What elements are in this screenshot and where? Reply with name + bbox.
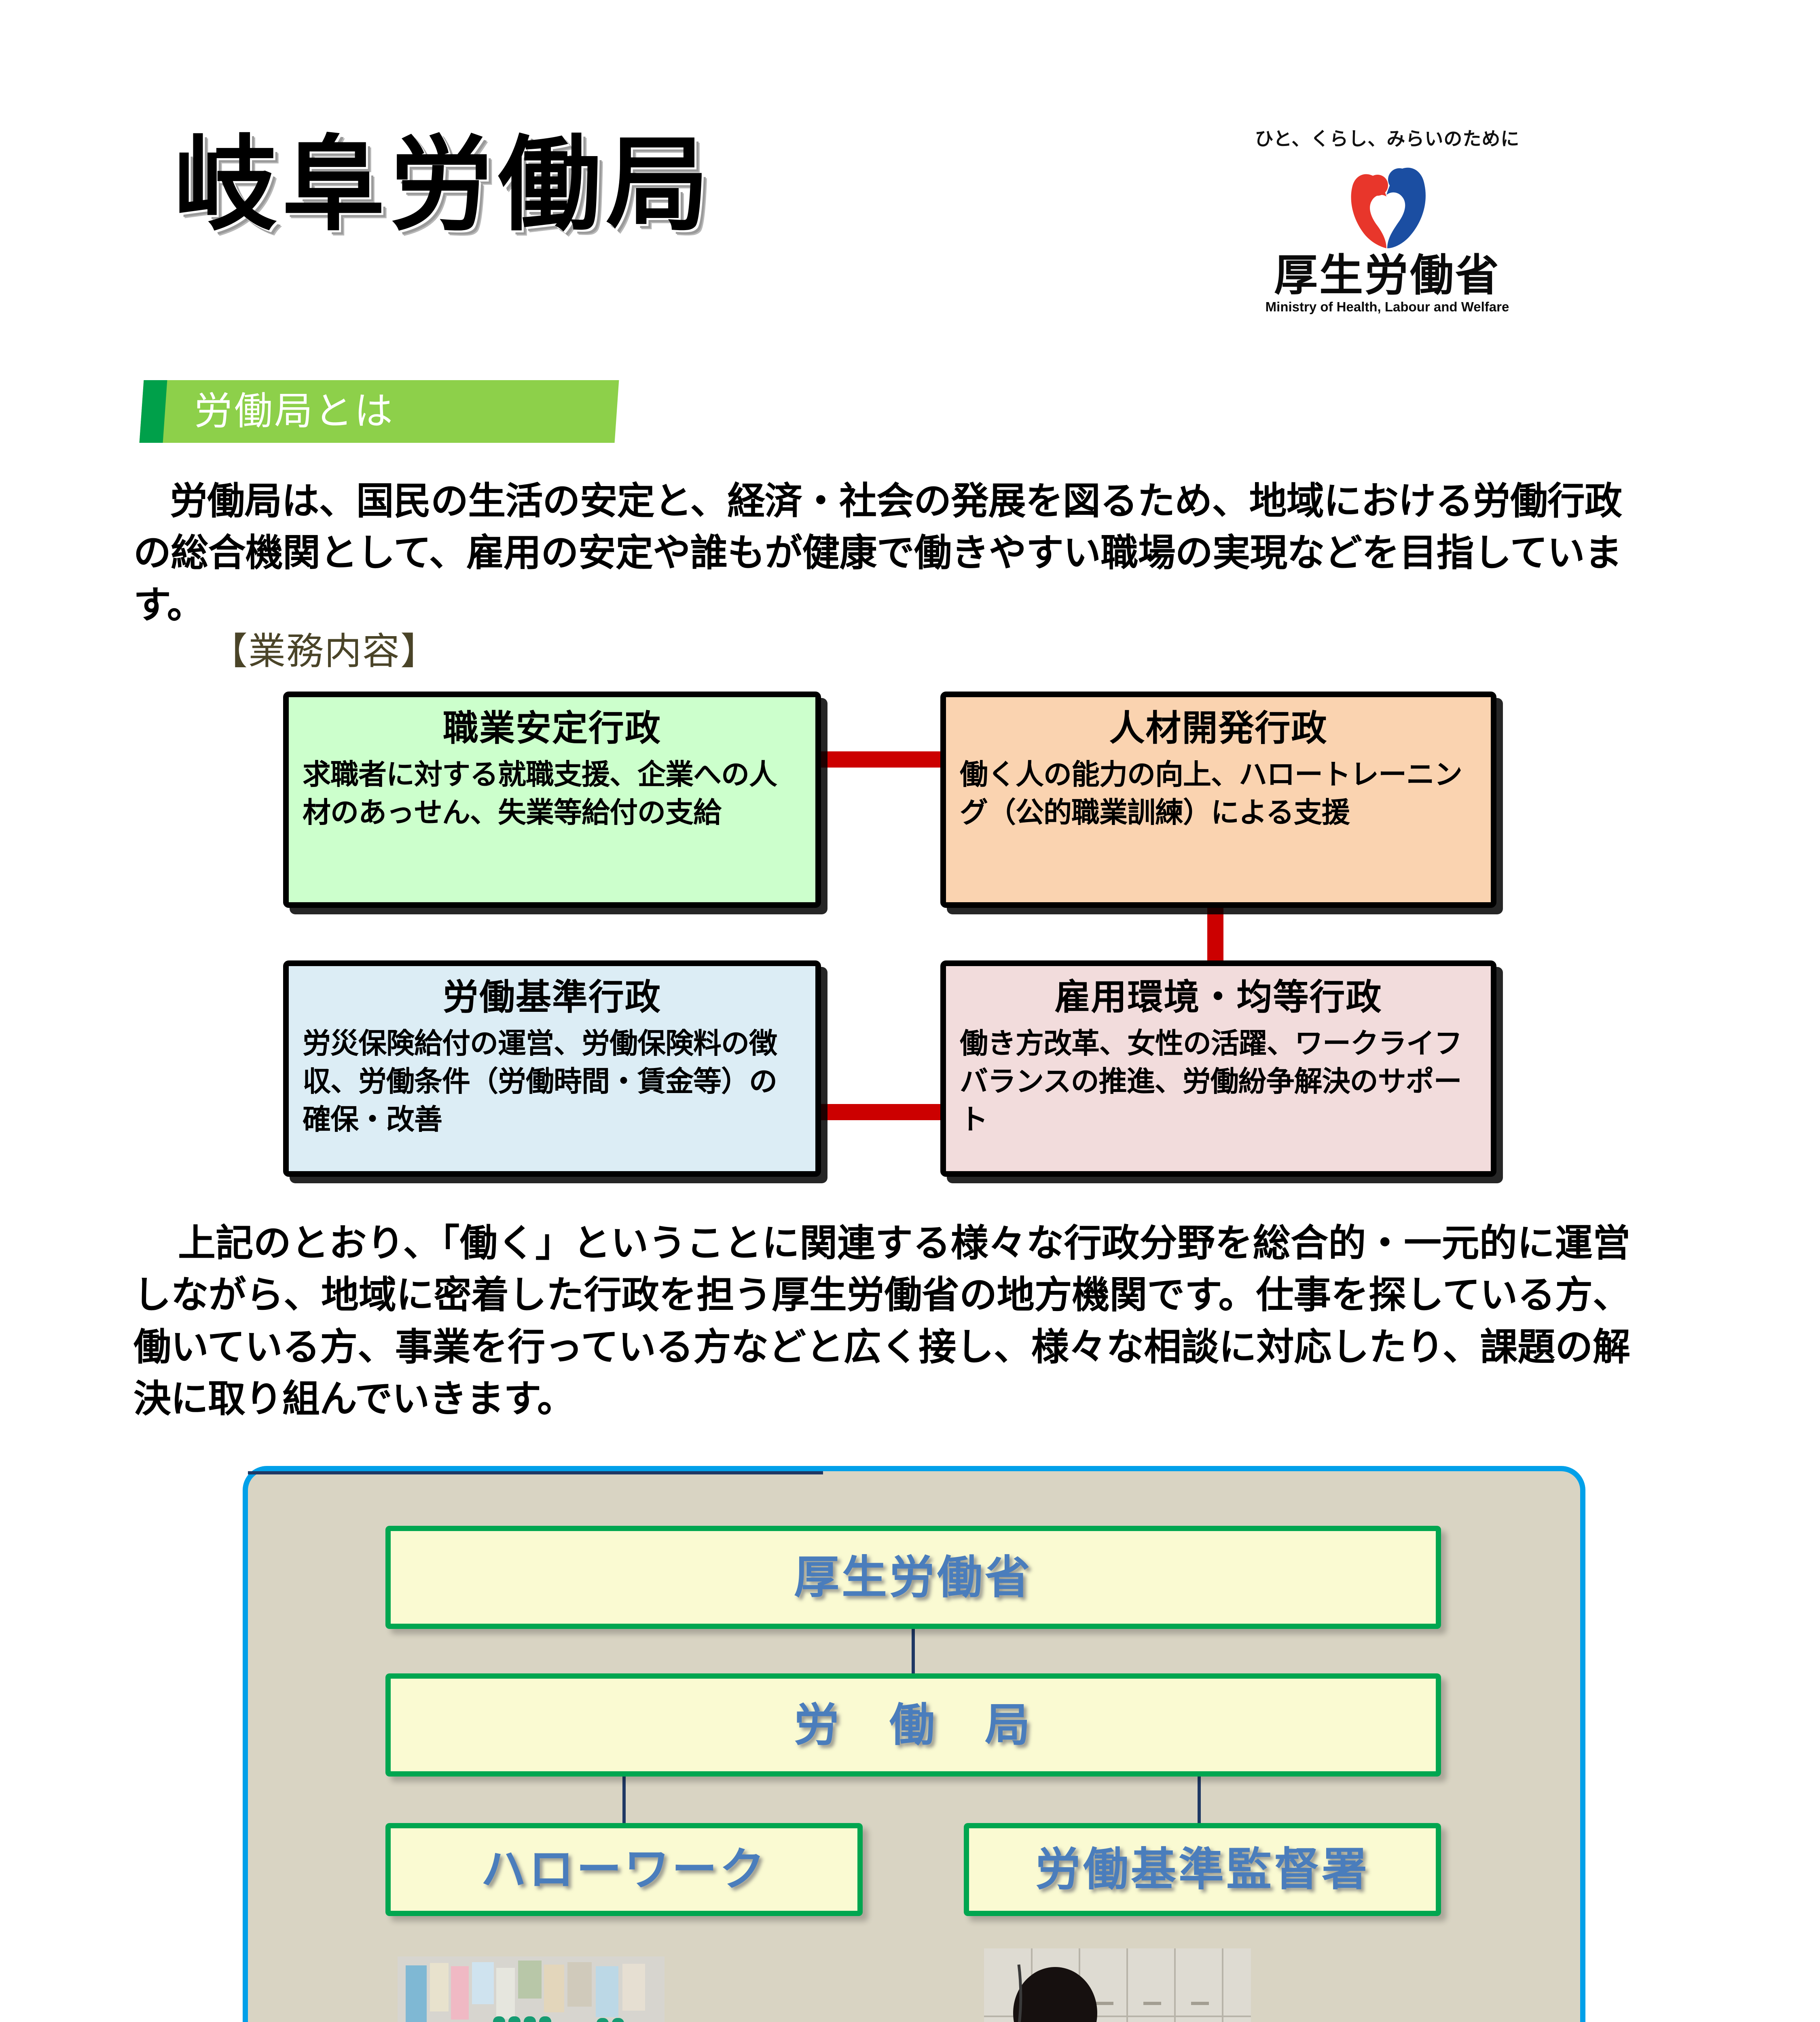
- org-connector-hello-work: [622, 1777, 626, 1823]
- photo-labour-standards-office: [984, 1948, 1251, 2022]
- org-node-label: ハローワーク: [481, 1844, 767, 1895]
- org-node-labour-standards-office: 労働基準監督署: [964, 1823, 1441, 1916]
- diagram-box-title: 労働基準行政: [442, 977, 661, 1017]
- mhlw-tagline: ひと、くらし、みらいのために: [1255, 128, 1520, 149]
- photo-hello-work: [398, 1956, 665, 2022]
- diagram-box-employment-security: 職業安定行政 求職者に対する就職支援、企業への人材のあっせん、失業等給付の支給: [283, 692, 821, 908]
- section-banner: 労働局とは: [139, 380, 619, 443]
- org-connector-ministry-bureau: [912, 1629, 915, 1673]
- org-connector-horizontal: [248, 1471, 823, 1474]
- mhlw-name-en: Ministry of Health, Labour and Welfare: [1265, 299, 1509, 315]
- org-node-label: 労 働 局: [794, 1699, 1033, 1750]
- org-node-label: 厚生労働省: [794, 1552, 1033, 1603]
- diagram-box-title: 職業安定行政: [442, 708, 661, 748]
- organization-chart-panel: 厚生労働省 労 働 局 ハローワーク 労働基準監督署: [243, 1466, 1585, 2022]
- page-title: 岐阜労働局: [174, 127, 714, 243]
- org-connector-labour-office: [1198, 1777, 1201, 1823]
- org-node-ministry: 厚生労働省: [385, 1526, 1441, 1629]
- work-content-label: 【業務内容】: [210, 631, 439, 672]
- diagram-box-body: 働き方改革、女性の活躍、ワークライフバランスの推進、労働紛争解決のサポート: [960, 1028, 1462, 1135]
- mhlw-heart-figures-icon: [1335, 156, 1440, 249]
- diagram-box-body: 労災保険給付の運営、労働保険料の徴収、労働条件（労働時間・賃金等）の確保・改善: [303, 1028, 777, 1135]
- diagram-box-body: 求職者に対する就職支援、企業への人材のあっせん、失業等給付の支給: [303, 759, 777, 828]
- diagram-box-employment-environment-equality: 雇用環境・均等行政 働き方改革、女性の活躍、ワークライフバランスの推進、労働紛争…: [940, 960, 1496, 1177]
- administration-diagram: 職業安定行政 求職者に対する就職支援、企業への人材のあっせん、失業等給付の支給 …: [283, 692, 1496, 1185]
- org-node-hello-work: ハローワーク: [385, 1823, 863, 1916]
- intro-paragraph: 労働局は、国民の生活の安定と、経済・社会の発展を図るため、地域における労働行政の…: [133, 480, 1622, 626]
- diagram-box-human-resources-development: 人材開発行政 働く人の能力の向上、ハロートレーニング（公的職業訓練）による支援: [940, 692, 1496, 908]
- diagram-box-body: 働く人の能力の向上、ハロートレーニング（公的職業訓練）による支援: [960, 759, 1462, 828]
- diagram-box-title: 人材開発行政: [1109, 708, 1328, 748]
- masthead: 岐阜労働局 ひと、くらし、みらいのために 厚生労働省 Ministry of H…: [0, 0, 1820, 388]
- section-banner-accent-bar: [139, 380, 167, 443]
- org-node-label: 労働基準監督署: [1035, 1844, 1369, 1895]
- summary-paragraph: 上記のとおり、「働く」ということに関連する様々な行政分野を総合的・一元的に運営し…: [133, 1222, 1630, 1420]
- mhlw-name-ja: 厚生労働省: [1274, 251, 1500, 300]
- org-node-bureau: 労 働 局: [385, 1673, 1441, 1777]
- section-banner-label: 労働局とは: [194, 390, 395, 433]
- mhlw-logo: ひと、くらし、みらいのために 厚生労働省 Ministry of Health,…: [1205, 129, 1569, 315]
- diagram-box-labour-standards: 労働基準行政 労災保険給付の運営、労働保険料の徴収、労働条件（労働時間・賃金等）…: [283, 960, 821, 1177]
- connector-bottom-horizontal: [821, 1104, 942, 1120]
- connector-top-horizontal: [821, 751, 942, 768]
- connector-right-vertical: [1207, 906, 1223, 964]
- diagram-box-title: 雇用環境・均等行政: [1054, 977, 1382, 1017]
